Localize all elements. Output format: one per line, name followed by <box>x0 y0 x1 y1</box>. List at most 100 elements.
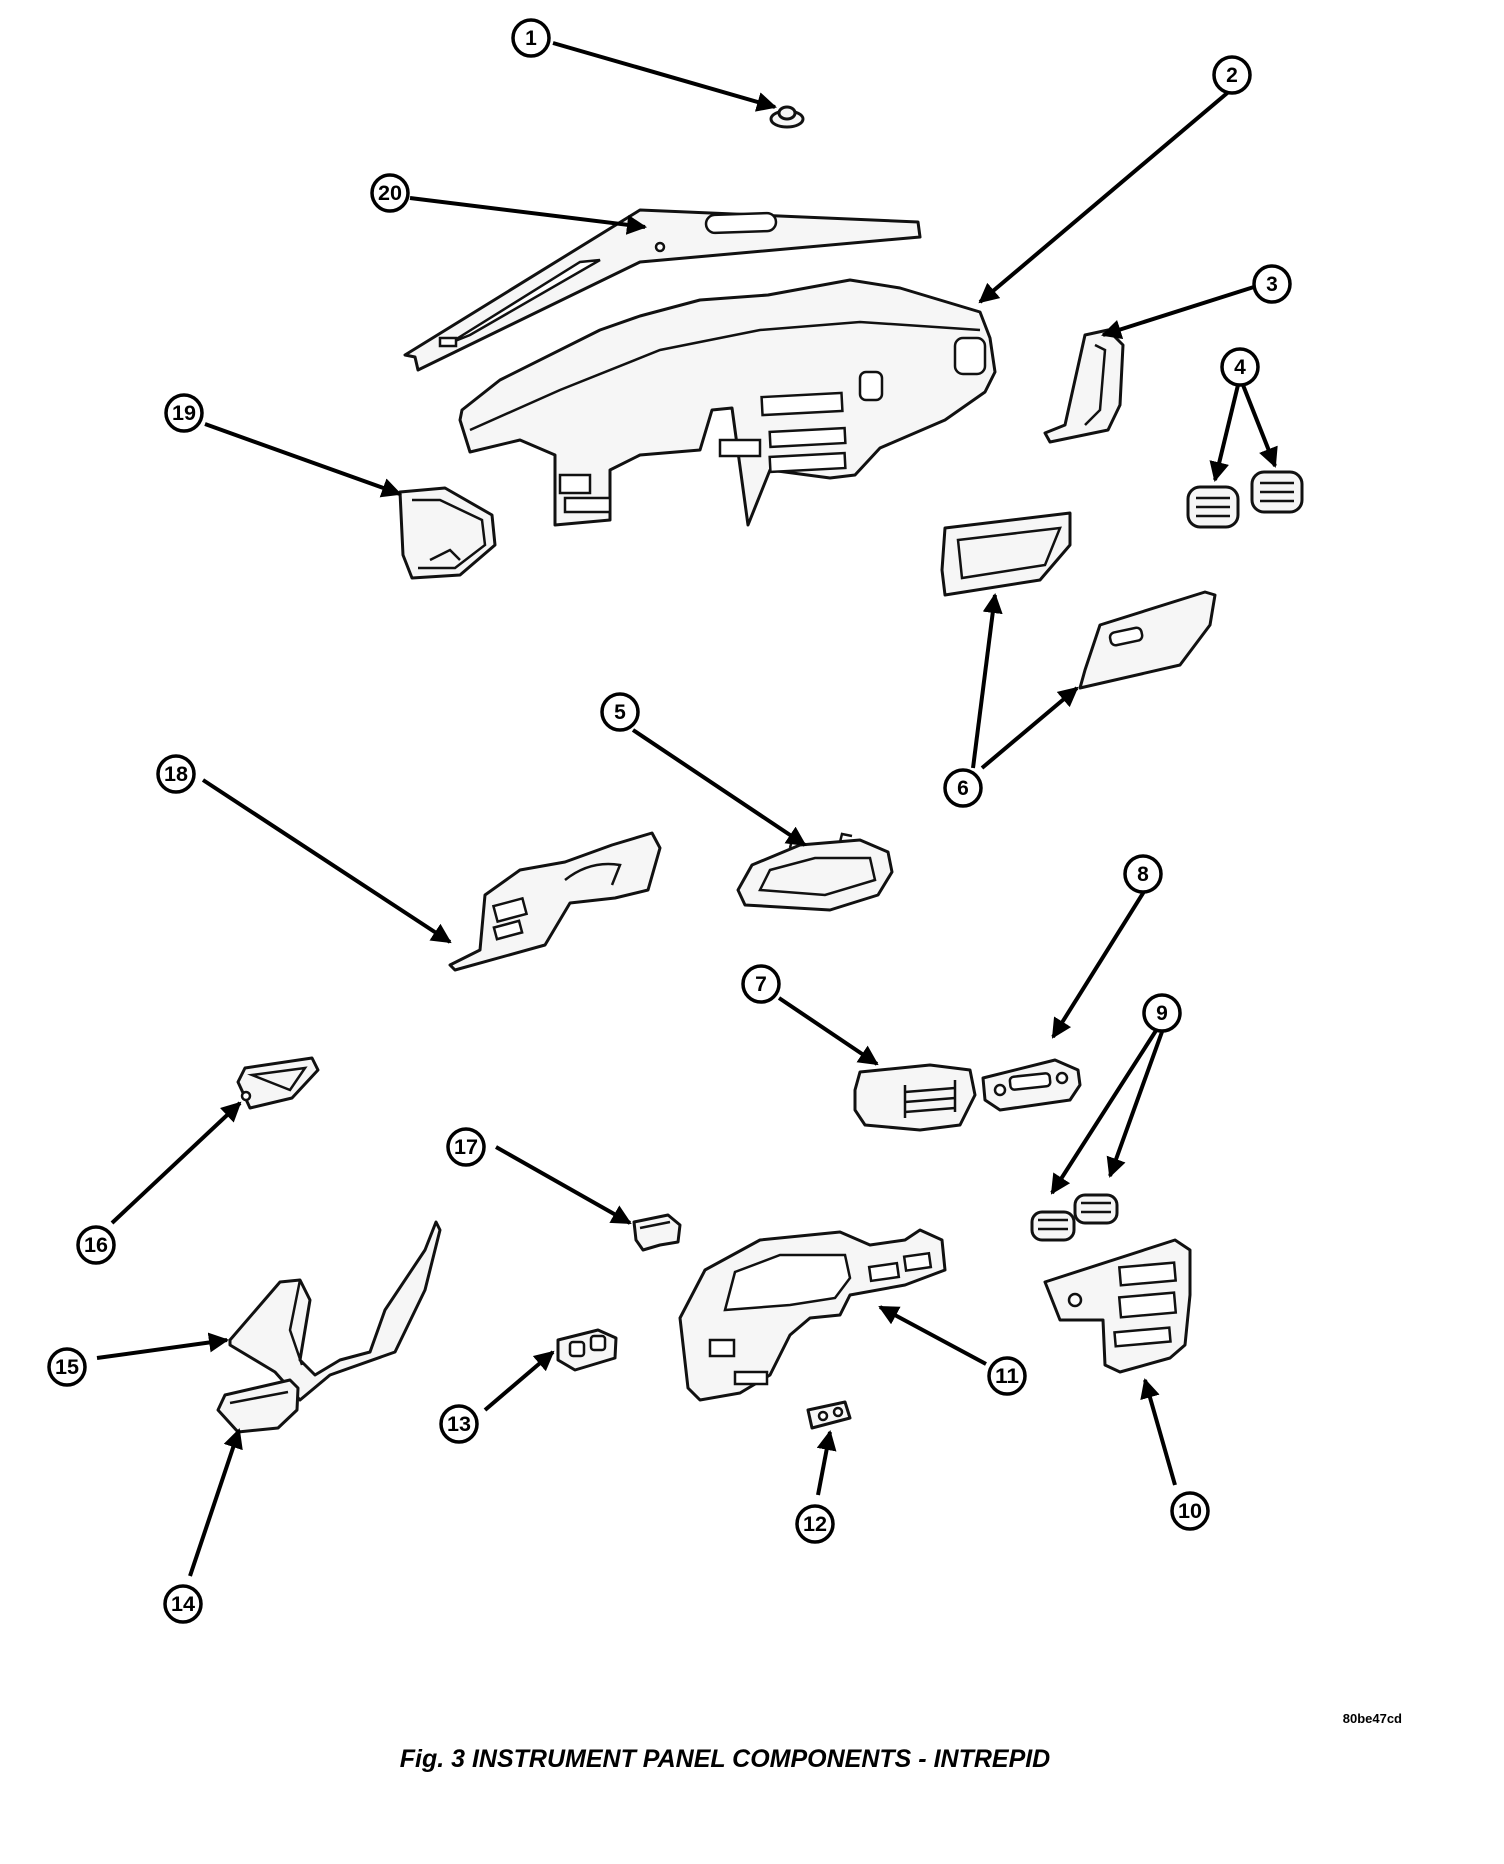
leader-11 <box>878 1305 987 1366</box>
callout-circle <box>156 754 196 794</box>
leader-15 <box>96 1332 229 1360</box>
leader-8 <box>1051 888 1147 1039</box>
callout-circle <box>741 964 781 1004</box>
leader-7 <box>777 996 879 1066</box>
callout-circle <box>795 1504 835 1544</box>
leader-6a <box>971 593 1003 769</box>
callout-circle <box>1123 854 1163 894</box>
part-18-knee-bolster <box>448 831 662 972</box>
callout-circle <box>600 692 640 732</box>
callout-14: 14 <box>163 1584 203 1624</box>
leader-4b <box>1241 384 1278 468</box>
callout-6: 6 <box>943 768 983 808</box>
callout-number: 2 <box>1226 64 1238 87</box>
callout-3: 3 <box>1252 264 1292 304</box>
leader-2 <box>978 87 1234 304</box>
callout-13: 13 <box>439 1404 479 1444</box>
part-12-switch <box>806 1400 852 1430</box>
part-20-defroster-panel <box>403 208 922 372</box>
leader-12 <box>816 1430 837 1496</box>
callout-circle <box>163 1584 203 1624</box>
callout-number: 4 <box>1234 356 1246 379</box>
callout-number: 16 <box>84 1234 108 1257</box>
part-8-control-module <box>981 1058 1082 1112</box>
part-1-clip <box>769 105 805 129</box>
callout-number: 10 <box>1178 1500 1202 1523</box>
part-3-right-end-cap <box>1043 328 1125 444</box>
callout-circle <box>370 173 410 213</box>
leader-16 <box>110 1101 242 1225</box>
leader-5 <box>631 728 807 847</box>
callout-number: 9 <box>1156 1002 1168 1025</box>
callout-circle <box>1220 347 1260 387</box>
callout-11: 11 <box>987 1356 1027 1396</box>
callout-number: 7 <box>755 973 767 996</box>
leader-17 <box>495 1145 632 1225</box>
callout-circle <box>76 1225 116 1265</box>
callout-number: 5 <box>614 701 626 724</box>
callout-15: 15 <box>47 1347 87 1387</box>
part-11-cluster-bezel <box>678 1228 947 1402</box>
callout-circle <box>1252 264 1292 304</box>
part-14-trim <box>216 1378 300 1434</box>
callout-number: 8 <box>1137 863 1149 886</box>
callout-circle <box>446 1127 486 1167</box>
part-5-instrument-cluster <box>736 832 894 912</box>
leader-6b <box>980 686 1079 770</box>
callout-number: 20 <box>378 182 402 205</box>
leader-9b <box>1106 1028 1165 1178</box>
leader-14 <box>188 1428 243 1577</box>
leader-19 <box>204 422 402 498</box>
callout-1: 1 <box>511 18 551 58</box>
callout-number: 1 <box>525 27 537 50</box>
callout-17: 17 <box>446 1127 486 1167</box>
part-19-left-end-cap <box>398 486 497 580</box>
callout-7: 7 <box>741 964 781 1004</box>
part-15-lower-trim <box>228 1220 442 1402</box>
leader-20 <box>409 196 647 235</box>
callout-16: 16 <box>76 1225 116 1265</box>
leader-18 <box>201 778 452 944</box>
part-6-glove-box-door <box>1078 590 1217 690</box>
callout-circle <box>511 18 551 58</box>
callout-number: 12 <box>803 1513 827 1536</box>
callout-circle <box>1170 1491 1210 1531</box>
callout-5: 5 <box>600 692 640 732</box>
callout-circle <box>987 1356 1027 1396</box>
callout-20: 20 <box>370 173 410 213</box>
callout-number: 15 <box>55 1356 79 1379</box>
callout-number: 6 <box>957 777 969 800</box>
figure-caption: Fig. 3 INSTRUMENT PANEL COMPONENTS - INT… <box>400 1745 1051 1773</box>
callout-number: 3 <box>1266 273 1278 296</box>
callout-2: 2 <box>1212 55 1252 95</box>
part-10-right-bezel <box>1043 1238 1192 1374</box>
callout-number: 17 <box>454 1136 478 1159</box>
callout-4: 4 <box>1220 347 1260 387</box>
callout-circle <box>943 768 983 808</box>
callout-9: 9 <box>1142 993 1182 1033</box>
callout-number: 19 <box>172 402 196 425</box>
leader-1 <box>552 41 777 112</box>
callout-circle <box>1212 55 1252 95</box>
callout-number: 18 <box>164 763 188 786</box>
callout-circle <box>1142 993 1182 1033</box>
leader-4a <box>1209 384 1240 482</box>
leader-lines <box>96 41 1278 1577</box>
part-4-vents <box>1186 470 1304 529</box>
callout-circle <box>47 1347 87 1387</box>
part-13-switch <box>556 1328 618 1372</box>
part-7-center-vent <box>853 1063 977 1132</box>
figure-reference-code: 80be47cd <box>1343 1711 1402 1726</box>
leader-13 <box>483 1350 555 1412</box>
callout-10: 10 <box>1170 1491 1210 1531</box>
callout-circle <box>439 1404 479 1444</box>
leader-9a <box>1050 1027 1159 1195</box>
part-6-glove-box <box>940 511 1072 597</box>
callout-number: 11 <box>995 1365 1019 1388</box>
callout-circle <box>164 393 204 433</box>
part-17-clip <box>632 1213 682 1252</box>
callout-number: 13 <box>447 1413 471 1436</box>
leader-3 <box>1101 284 1258 340</box>
part-9-small-vents <box>1030 1193 1119 1242</box>
